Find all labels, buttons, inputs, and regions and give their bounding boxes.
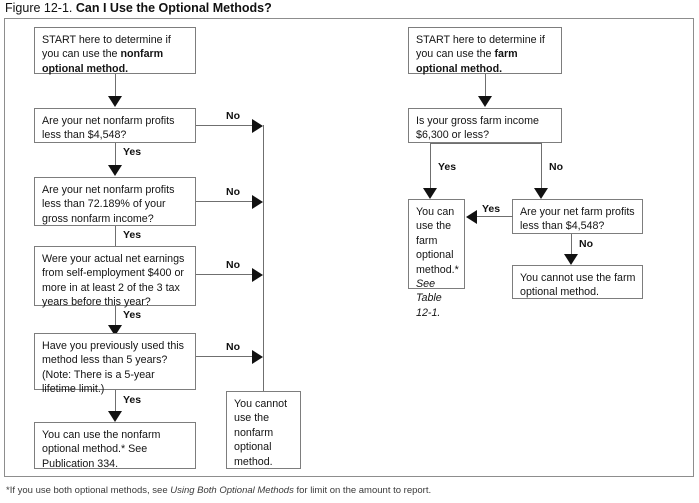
connector-nonfarm-q4-to-result — [115, 390, 116, 414]
nonfarm-question-1-box: Are your net nonfarm profits less than $… — [34, 108, 196, 143]
farm-start-line2-bold: farm — [494, 48, 518, 61]
edge-label-nonfarm-q1-no: No — [226, 110, 240, 122]
arrow-nonfarm-q4-no — [252, 350, 263, 364]
edge-label-farm-q2-yes: Yes — [482, 203, 501, 215]
edge-label-nonfarm-q2-yes: Yes — [123, 229, 142, 241]
nonfarm-start-line1: START here to determine if — [42, 34, 171, 46]
edge-label-farm-q1-yes: Yes — [438, 161, 457, 173]
connector-nonfarm-start-to-q1 — [115, 74, 116, 99]
edge-label-nonfarm-q2-no: No — [226, 186, 240, 198]
arrow-farm-q1-yes — [423, 188, 437, 199]
arrow-nonfarm-q3-no — [252, 268, 263, 282]
connector-nonfarm-q4-no — [196, 356, 256, 357]
connector-nonfarm-no-spine — [263, 125, 264, 392]
farm-result-yes-box: You can use the farm optional method.* S… — [408, 199, 465, 319]
edge-label-nonfarm-q4-yes: Yes — [123, 394, 142, 406]
nonfarm-result-no-box: You cannot use the nonfarm optional meth… — [226, 391, 301, 469]
edge-label-nonfarm-q1-yes: Yes — [123, 146, 142, 158]
connector-farm-q2-yes — [477, 216, 513, 217]
connector-nonfarm-q2-to-q3 — [115, 226, 116, 250]
arrow-farm-q2-no — [564, 254, 578, 265]
farm-result-yes-table-ref: See Table 12-1. — [416, 278, 442, 319]
farm-question-1-text: Is your gross farm income $6,300 or less… — [416, 115, 539, 142]
footnote-lead: *If you use both optional methods, see — [6, 485, 171, 496]
nonfarm-question-4-box: Have you previously used this method les… — [34, 333, 196, 395]
nonfarm-question-3-text: Were your actual net earnings from self-… — [42, 253, 185, 309]
farm-result-yes-text: You can use the farm optional method.* — [416, 206, 459, 276]
arrow-nonfarm-q1-no — [252, 119, 263, 133]
connector-nonfarm-q3-no — [196, 274, 256, 275]
farm-question-2-box: Are your net farm profits less than $4,5… — [512, 199, 643, 234]
page-title: Figure 12-1. Can I Use the Optional Meth… — [5, 0, 685, 17]
nonfarm-start-line3: optional method. — [42, 62, 129, 75]
edge-label-nonfarm-q3-no: No — [226, 259, 240, 271]
farm-question-2-text: Are your net farm profits less than $4,5… — [520, 206, 635, 233]
arrow-nonfarm-q4-to-result — [108, 411, 122, 422]
connector-nonfarm-q2-no — [196, 201, 256, 202]
arrow-nonfarm-q2-no — [252, 195, 263, 209]
farm-question-1-box: Is your gross farm income $6,300 or less… — [408, 108, 562, 143]
edge-label-nonfarm-q3-yes: Yes — [123, 309, 142, 321]
farm-start-box: START here to determine if you can use t… — [408, 27, 562, 75]
nonfarm-question-2-text: Are your net nonfarm profits less than 7… — [42, 184, 175, 225]
connector-nonfarm-q1-no — [196, 125, 256, 126]
arrow-farm-q1-no — [534, 188, 548, 199]
footnote-tail: for limit on the amount to report. — [293, 485, 432, 496]
footnote: *If you use both optional methods, see U… — [6, 485, 686, 497]
nonfarm-question-2-box: Are your net nonfarm profits less than 7… — [34, 177, 196, 226]
connector-farm-q2-no — [571, 234, 572, 257]
nonfarm-question-4-text: Have you previously used this method les… — [42, 340, 184, 396]
arrow-nonfarm-start-to-q1 — [108, 96, 122, 107]
connector-farm-q1-split — [430, 143, 541, 144]
connector-farm-q1-yes — [430, 143, 431, 191]
figure-number: Figure 12-1. — [5, 1, 73, 15]
connector-nonfarm-q1-to-q2 — [115, 143, 116, 168]
arrow-farm-q2-yes — [466, 210, 477, 224]
edge-label-nonfarm-q4-no: No — [226, 341, 240, 353]
farm-start-line1: START here to determine if — [416, 34, 545, 46]
nonfarm-start-line2-bold: nonfarm — [120, 48, 164, 61]
nonfarm-question-1-text: Are your net nonfarm profits less than $… — [42, 115, 175, 142]
connector-nonfarm-q3-to-q4 — [115, 306, 116, 328]
farm-result-no-text: You cannot use the farm optional method. — [520, 272, 636, 299]
nonfarm-question-3-box: Were your actual net earnings from self-… — [34, 246, 196, 309]
nonfarm-start-box: START here to determine if you can use t… — [34, 27, 196, 75]
nonfarm-start-line2: you can use the — [42, 48, 121, 61]
edge-label-farm-q1-no: No — [549, 161, 563, 173]
footnote-italic-ref: Using Both Optional Methods — [170, 485, 294, 496]
nonfarm-result-yes-box: You can use the nonfarm optional method.… — [34, 422, 196, 470]
nonfarm-result-yes-text: You can use the nonfarm optional method.… — [42, 429, 161, 470]
arrow-farm-start-to-q1 — [478, 96, 492, 107]
arrow-nonfarm-q1-to-q2 — [108, 165, 122, 176]
connector-farm-start-to-q1 — [485, 74, 486, 99]
farm-start-line3: optional method. — [416, 62, 503, 75]
connector-farm-q1-no — [541, 143, 542, 191]
farm-start-line2: you can use the — [416, 48, 495, 61]
edge-label-farm-q2-no: No — [579, 238, 593, 250]
farm-result-no-box: You cannot use the farm optional method. — [512, 265, 643, 299]
nonfarm-result-no-text: You cannot use the nonfarm optional meth… — [234, 398, 288, 468]
figure-title-text: Can I Use the Optional Methods? — [75, 1, 272, 15]
arrow-nonfarm-q3-to-q4 — [108, 325, 122, 336]
